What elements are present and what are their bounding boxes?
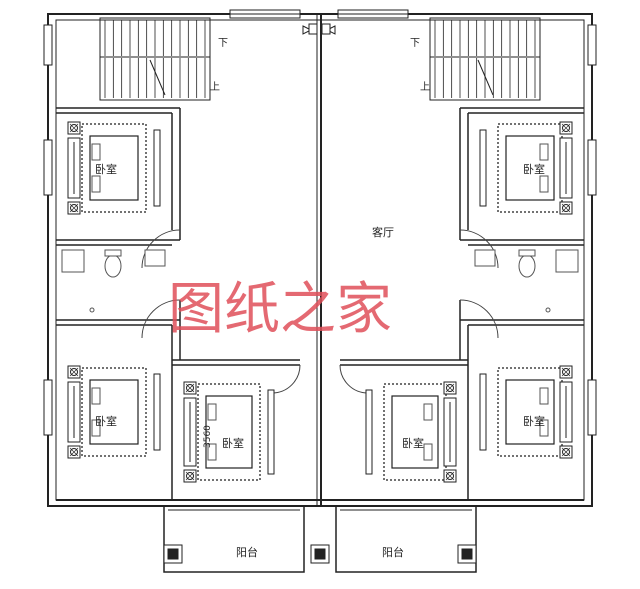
bedroom-label-bottom-right: 卧室 (523, 414, 545, 428)
stair-up-label-left: 上 (210, 81, 220, 93)
stair-up-label-right: 上 (420, 81, 430, 93)
bed-center-left (183, 381, 275, 483)
bathroom-right (474, 249, 579, 313)
dimension-label: 3560 (203, 425, 213, 448)
interior-walls (56, 107, 584, 500)
living-room-label: 客厅 (372, 225, 394, 239)
stair-down-label-left: 下 (218, 38, 228, 49)
stair-down-label-right: 下 (410, 38, 420, 49)
top-windows (229, 9, 409, 19)
bathroom-left (61, 249, 166, 313)
staircase-right (429, 17, 541, 101)
balcony-label-right: 阳台 (382, 545, 404, 559)
bedroom-label-center-left: 卧室 (222, 436, 244, 450)
watermark: 图纸之家 (168, 277, 392, 342)
balcony-label-left: 阳台 (236, 545, 258, 559)
bed-center-right (365, 381, 457, 483)
bed-top-right (479, 121, 573, 215)
bedroom-label-top-left: 卧室 (95, 162, 117, 176)
beds (67, 121, 573, 483)
bed-bottom-right (479, 365, 573, 459)
entrance-markers (302, 23, 336, 35)
bed-top-left (67, 121, 161, 215)
door-swings (141, 229, 499, 394)
bedroom-label-top-right: 卧室 (523, 162, 545, 176)
bed-bottom-left (67, 365, 161, 459)
side-windows (43, 24, 597, 436)
bedroom-label-bottom-left: 卧室 (95, 414, 117, 428)
bedroom-label-center-right: 卧室 (402, 436, 424, 450)
staircase-left (99, 17, 211, 101)
balconies (56, 499, 584, 573)
